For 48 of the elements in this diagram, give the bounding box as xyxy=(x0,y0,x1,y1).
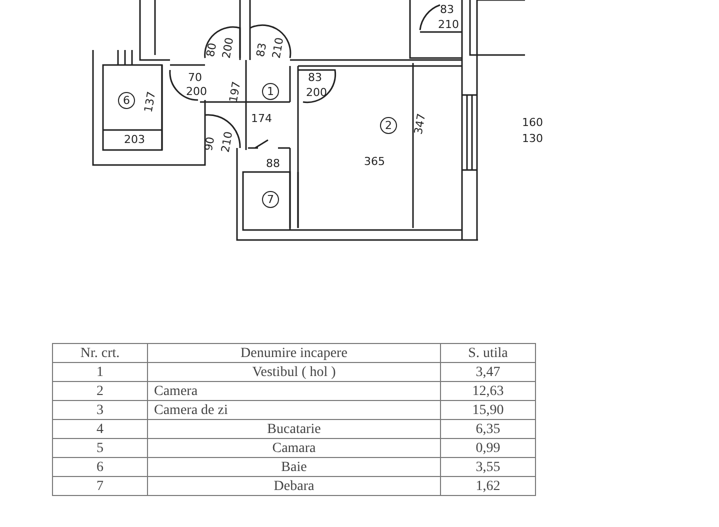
table-cell: 3 xyxy=(52,400,148,420)
column-header: Nr. crt. xyxy=(52,344,148,362)
table-cell: 4 xyxy=(52,420,148,438)
table-cell: 3,47 xyxy=(440,362,536,382)
table-cell: 2 xyxy=(52,382,148,400)
dimension-text: 83 xyxy=(440,4,454,16)
dimension-text: 200 xyxy=(220,36,236,60)
table-cell: 6 xyxy=(52,458,148,476)
table-cell: 12,63 xyxy=(440,382,536,400)
room-number: 6 xyxy=(118,92,135,109)
dimension-text: 203 xyxy=(124,134,145,146)
dimension-text: 88 xyxy=(266,158,280,170)
table-cell: Bucatarie xyxy=(148,420,440,438)
table-cell: Camara xyxy=(148,438,440,458)
table-cell: Camera xyxy=(148,382,440,400)
room-number: 2 xyxy=(380,117,397,134)
dimension-text: 210 xyxy=(270,36,286,60)
room-number: 1 xyxy=(262,83,279,100)
dimension-text: 160 xyxy=(522,117,543,129)
dimension-text: 210 xyxy=(438,19,459,31)
table-cell: Debara xyxy=(148,476,440,496)
table-cell: Vestibul ( hol ) xyxy=(148,362,440,382)
dimension-text: 130 xyxy=(522,133,543,145)
table-cell: 15,90 xyxy=(440,400,536,420)
table-cell: 1 xyxy=(52,362,148,382)
dimension-text: 200 xyxy=(186,86,207,98)
table-cell: 6,35 xyxy=(440,420,536,438)
room-number: 7 xyxy=(262,191,279,208)
table-cell: 7 xyxy=(52,476,148,496)
dimension-text: 70 xyxy=(188,72,202,84)
dimension-text: 200 xyxy=(306,87,327,99)
column-header: Denumire incapere xyxy=(148,344,440,362)
dimension-text: 347 xyxy=(412,112,428,136)
dimension-text: 83 xyxy=(254,42,270,58)
table-cell: 5 xyxy=(52,438,148,458)
table-cell: 3,55 xyxy=(440,458,536,476)
table-cell: Baie xyxy=(148,458,440,476)
dimension-text: 197 xyxy=(228,80,244,104)
table-cell: Camera de zi xyxy=(148,400,440,420)
dimension-text: 83 xyxy=(308,72,322,84)
table-cell: 1,62 xyxy=(440,476,536,496)
column-header: S. utila xyxy=(440,344,536,362)
table-cell: 0,99 xyxy=(440,438,536,458)
dimension-text: 210 xyxy=(220,130,236,154)
dimension-text: 174 xyxy=(251,113,272,125)
dimension-text: 365 xyxy=(364,156,385,168)
dimension-text: 80 xyxy=(204,42,220,58)
dimension-text: 137 xyxy=(142,90,158,114)
